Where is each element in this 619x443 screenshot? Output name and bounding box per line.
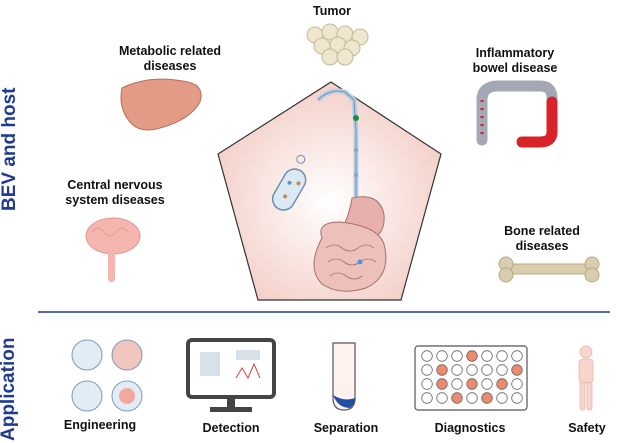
diagnostic-well bbox=[496, 392, 508, 404]
diagnostic-well bbox=[496, 350, 508, 362]
diagnostic-well bbox=[451, 364, 463, 376]
diagnostic-well bbox=[436, 364, 448, 376]
diagnostic-well bbox=[511, 392, 523, 404]
brain-icon bbox=[85, 217, 141, 282]
diagnostic-well bbox=[421, 392, 433, 404]
label-cns: Central nervous system diseases bbox=[55, 178, 175, 208]
label-ibd-line2: bowel disease bbox=[472, 61, 558, 75]
tube-icon bbox=[332, 342, 356, 411]
bone-icon bbox=[498, 256, 600, 283]
label-ibd-line1: Inflammatory bbox=[475, 46, 555, 60]
diagnostic-well bbox=[451, 392, 463, 404]
diagnostic-well bbox=[421, 364, 433, 376]
diagnostic-well bbox=[466, 392, 478, 404]
diagnostic-well bbox=[511, 364, 523, 376]
liver-icon bbox=[120, 78, 202, 131]
label-ibd: Inflammatory bowel disease bbox=[455, 46, 575, 76]
label-detection: Detection bbox=[202, 421, 260, 435]
label-metabolic-line2: diseases bbox=[143, 59, 197, 73]
tumor-icon bbox=[306, 23, 369, 66]
diagnostic-well bbox=[466, 378, 478, 390]
diagnostic-well bbox=[481, 350, 493, 362]
human-icon bbox=[578, 345, 594, 411]
label-separation: Separation bbox=[313, 421, 379, 435]
diagnostic-well bbox=[451, 378, 463, 390]
diagnostic-well bbox=[496, 364, 508, 376]
diagnostic-well bbox=[511, 350, 523, 362]
diagnostic-well bbox=[421, 350, 433, 362]
diagnostic-well bbox=[496, 378, 508, 390]
diagnostic-well bbox=[481, 392, 493, 404]
diagnostic-well bbox=[436, 392, 448, 404]
diagnostic-well bbox=[481, 378, 493, 390]
colon-icon bbox=[476, 80, 558, 148]
diagnostic-well bbox=[451, 350, 463, 362]
gut-illustration bbox=[313, 88, 387, 292]
label-diagnostics: Diagnostics bbox=[434, 421, 506, 435]
diagnostic-well bbox=[466, 350, 478, 362]
diagnostic-well bbox=[436, 378, 448, 390]
label-bone: Bone related diseases bbox=[487, 224, 597, 254]
diagnostic-well bbox=[436, 350, 448, 362]
diagnostic-well bbox=[511, 378, 523, 390]
label-bone-line2: diseases bbox=[515, 239, 569, 253]
diagnostic-well bbox=[466, 364, 478, 376]
monitor-icon bbox=[186, 338, 276, 412]
label-metabolic-line1: Metabolic related bbox=[118, 44, 222, 58]
diagnostic-well bbox=[421, 378, 433, 390]
host-pentagon bbox=[217, 81, 442, 301]
engineering-icon bbox=[71, 339, 143, 412]
label-bone-line1: Bone related bbox=[504, 224, 580, 238]
diagnostic-well bbox=[481, 364, 493, 376]
label-tumor: Tumor bbox=[313, 4, 351, 18]
label-engineering: Engineering bbox=[63, 418, 137, 432]
label-cns-line2: system diseases bbox=[65, 193, 165, 207]
bacterium-icon bbox=[271, 154, 307, 211]
label-safety: Safety bbox=[568, 421, 606, 435]
label-metabolic: Metabolic related diseases bbox=[110, 44, 230, 74]
label-cns-line1: Central nervous bbox=[67, 178, 163, 192]
